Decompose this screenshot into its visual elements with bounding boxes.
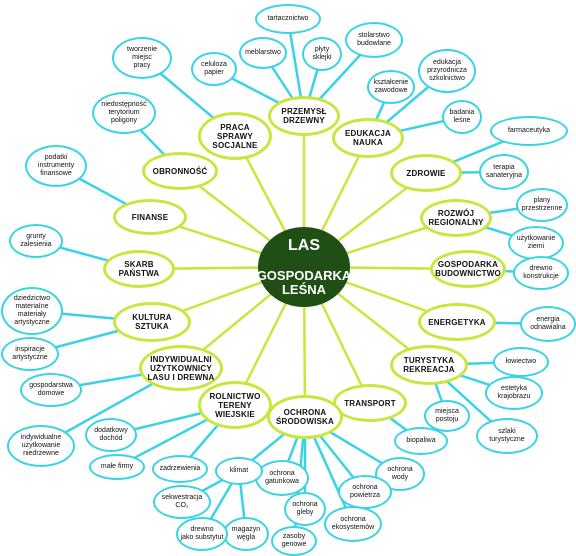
node-turystyka-rekreacja: TURYSTYKA REKREACJA [390,345,468,385]
node-obronnosc: OBRONNOŚĆ [142,152,218,190]
node-rolnictwo-tereny-wiejskie: ROLNICTWO TERENY WIEJSKIE [198,381,272,429]
node-niedostepnosc-terytorium: niedostępność terytorium poligony [92,92,156,134]
node-male-firmy: małe firmy [89,454,145,480]
node-ochrona-ekosystemow: ochrona ekosystemów [324,506,382,542]
node-indywidualni-uzytkownicy: INDYWIDUALNI UŻYTKOWNICY LASU I DREWNA [139,345,223,391]
node-grunty-zalesienia: grunty zalesienia [9,224,63,258]
node-ochrona-gatunkowa: ochrona gatunkowa [255,460,309,496]
node-plany-przestrzenne: plany przestrzenne [516,188,568,222]
node-energetyka: ENERGETYKA [418,303,496,341]
node-ochrona-gleby: ochrona gleby [284,492,326,526]
node-meblarstwo: meblarstwo [239,37,287,69]
node-drewno-jako-substytut: drewno jako substytut [176,517,228,551]
node-sekwestracja-co2: sekwestracja CO₂ [153,485,211,519]
node-transport: TRANSPORT [333,384,407,422]
node-ochrona-powietrza: ochrona powietrza [338,475,392,509]
node-skarb-panstwa: SKARB PAŃSTWA [103,250,175,288]
node-edukacja-przyrodnicza: edukacja przyrodnicza szkolnictwo [418,49,476,93]
node-przemysl-drzewny: PRZEMYSŁ DRZEWNY [268,96,340,136]
node-terapia-sanateryjna: terapia sanateryjna [479,154,529,190]
node-drewno-konstrukcje: drewno konstrukcje [513,256,569,290]
node-kultura-sztuka: KULTURA SZTUKA [113,302,191,342]
node-finanse: FINANSE [113,199,187,235]
node-gospodarstwa-domowe: gospodarstwa domowe [20,373,82,407]
center-subtitle: GOSPODARKA LEŚNA [256,268,352,297]
node-indywidualne-uzytkowanie: indywidualne użytkowanie niedrzewne [7,425,75,467]
node-dziedzictwo-materialne: dziedzictwo materiaIne materiały artysty… [1,287,63,335]
center-node-las: LAS GOSPODARKA LEŚNA [256,227,352,307]
node-uzytkowanie-ziemi: użytkowanie ziemi [508,226,564,260]
node-gospodarka-budownictwo: GOSPODARKA BUDOWNICTWO [430,250,506,288]
node-dodatkowy-dochod: dodatkowy dochód [85,418,137,452]
node-tartacznictwo: tartacznictwo [255,4,321,34]
node-zasoby-genowe: zasoby genowe [271,526,317,556]
node-rozwoj-regionalny: ROZWÓJ REGIONALNY [420,199,492,237]
node-inspiracje-artystyczne: inspiracje artystyczne [1,337,59,371]
node-praca-sprawy-socjalne: PRACA SPRAWY SOCJALNE [198,112,272,160]
node-magazyn-wegla: magazyn węgla [223,517,269,551]
node-stolarstwo-budowlane: stolarstwo budowlane [345,22,403,58]
center-title: LAS [288,237,320,254]
node-plyty-sklejki: płyty sklejki [302,37,342,71]
node-energia-odnawialna: energia odnawialna [520,306,576,342]
node-szlaki-turystyczne: szlaki turystyczne [476,418,538,454]
node-zadrzewienia: zadrzewienia [152,455,208,483]
node-zdrowie: ZDROWIE [390,154,462,192]
node-farmaceutyka: farmaceutyka [490,116,568,146]
node-miejsca-postoju: miejsca postoju [424,400,470,432]
node-podatki-instrumenty: podatki instrumenty finansowe [25,145,87,187]
node-ksztalcenie-zawodowe: kształcenie zawodowe [367,70,415,104]
node-celuloza-papier: celuloza papier [191,52,237,86]
node-estetyka-krajobrazu: estetyka krajobrazu [485,376,543,410]
node-biopaliwa: biopaliwa [394,427,448,455]
node-badania-lesne: badania leśne [442,100,482,134]
node-edukacja-nauka: EDUKACJA NAUKA [332,118,404,158]
node-ochrona-srodowiska: OCHRONA ŚRODOWISKA [267,395,343,439]
node-klimat: klimat [215,457,263,485]
node-lowiectwo: łowiectwo [493,347,549,377]
node-tworzenie-miejsc-pracy: tworzenie miejsc pracy [112,37,172,79]
